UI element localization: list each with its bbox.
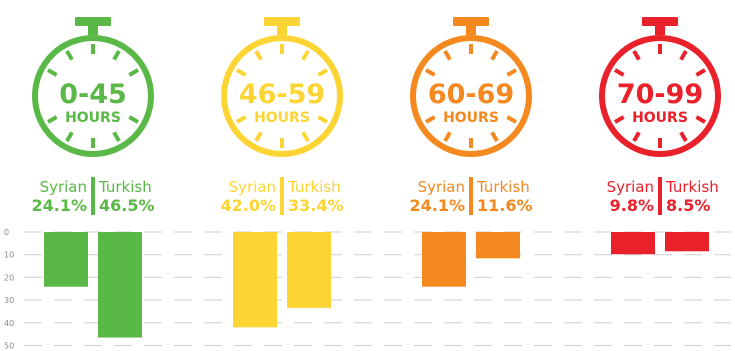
bar-turkish [665,232,709,252]
stopwatch-ring [221,35,343,157]
stopwatch-stem [466,26,476,35]
stopwatch-ring [410,35,532,157]
category-label: Syrian [40,178,87,196]
category-label: Turkish [287,178,341,196]
stopwatch-tick [128,115,140,124]
stopwatch-range-label: 60-69 [428,79,514,110]
bar-turkish [287,232,331,308]
stopwatch-range-label: 46-59 [239,79,325,110]
bar-syrian [611,232,655,255]
stopwatch-tick [490,49,499,61]
stopwatch-label-backing [47,80,139,108]
y-tick-label: 30 [4,296,14,305]
stopwatch-ring [599,35,721,157]
stopwatch-range-label: 0-45 [59,79,127,110]
stopwatch-tick [112,131,121,143]
stopwatch-tick [254,49,263,61]
category-label: Syrian [607,178,654,196]
stopwatch-tick [695,68,707,77]
stopwatch-tick [65,131,74,143]
stopwatch-range-label: 70-99 [617,79,703,110]
bar-syrian [233,232,277,328]
label-divider [658,177,662,215]
value-label: 8.5% [666,196,710,215]
y-tick-label: 10 [4,251,14,260]
stopwatch-label-backing [425,80,517,108]
stopwatch-stem [88,26,98,35]
stopwatch-tick [235,115,247,124]
label-divider [280,177,284,215]
value-label: 33.4% [288,196,344,215]
category-label: Turkish [665,178,719,196]
stopwatch-tick [490,131,499,143]
stopwatch-tick [317,115,329,124]
stopwatch-tick [301,131,310,143]
stopwatch-tick [46,68,58,77]
category-label: Syrian [418,178,465,196]
stopwatch-tick [632,131,641,143]
stopwatch-tick [613,115,625,124]
stopwatch-tick [301,49,310,61]
category-label: Syrian [229,178,276,196]
value-label: 24.1% [409,196,465,215]
stopwatch-tick [632,49,641,61]
stopwatch-unit-label: HOURS [632,110,688,126]
category-label: Turkish [98,178,152,196]
stopwatch-tick [506,68,518,77]
stopwatch-unit-label: HOURS [65,110,121,126]
value-label: 46.5% [99,196,155,215]
stopwatch-tick [317,68,329,77]
bar-turkish [476,232,520,259]
stopwatch-unit-label: HOURS [254,110,310,126]
stopwatch-tick [695,115,707,124]
stopwatch-tick [112,49,121,61]
stopwatch-tick [65,49,74,61]
stopwatch-tick [443,131,452,143]
stopwatch-crown [642,17,678,26]
y-tick-label: 20 [4,273,14,282]
stopwatch-tick [128,68,140,77]
stopwatch-ring [32,35,154,157]
stopwatch-unit-label: HOURS [443,110,499,126]
bar-syrian [44,232,88,287]
y-tick-label: 50 [4,342,14,351]
label-divider [91,177,95,215]
stopwatch-tick [679,49,688,61]
stopwatch-tick [443,49,452,61]
category-label: Turkish [476,178,530,196]
bar-syrian [422,232,466,287]
stopwatch-crown [453,17,489,26]
stopwatch-tick [679,131,688,143]
value-label: 42.0% [220,196,276,215]
bar-turkish [98,232,142,338]
stopwatch-label-backing [236,80,328,108]
y-tick-label: 40 [4,319,14,328]
stopwatch-tick [46,115,58,124]
stopwatch-tick [424,115,436,124]
y-tick-label: 0 [4,228,9,237]
stopwatch-stem [655,26,665,35]
label-divider [469,177,473,215]
stopwatch-crown [75,17,111,26]
value-label: 9.8% [610,196,654,215]
stopwatch-stem [277,26,287,35]
stopwatch-tick [235,68,247,77]
stopwatch-tick [254,131,263,143]
stopwatch-tick [424,68,436,77]
stopwatch-label-backing [614,80,706,108]
stopwatch-tick [613,68,625,77]
stopwatch-tick [506,115,518,124]
stopwatch-crown [264,17,300,26]
value-label: 24.1% [31,196,87,215]
value-label: 11.6% [477,196,533,215]
